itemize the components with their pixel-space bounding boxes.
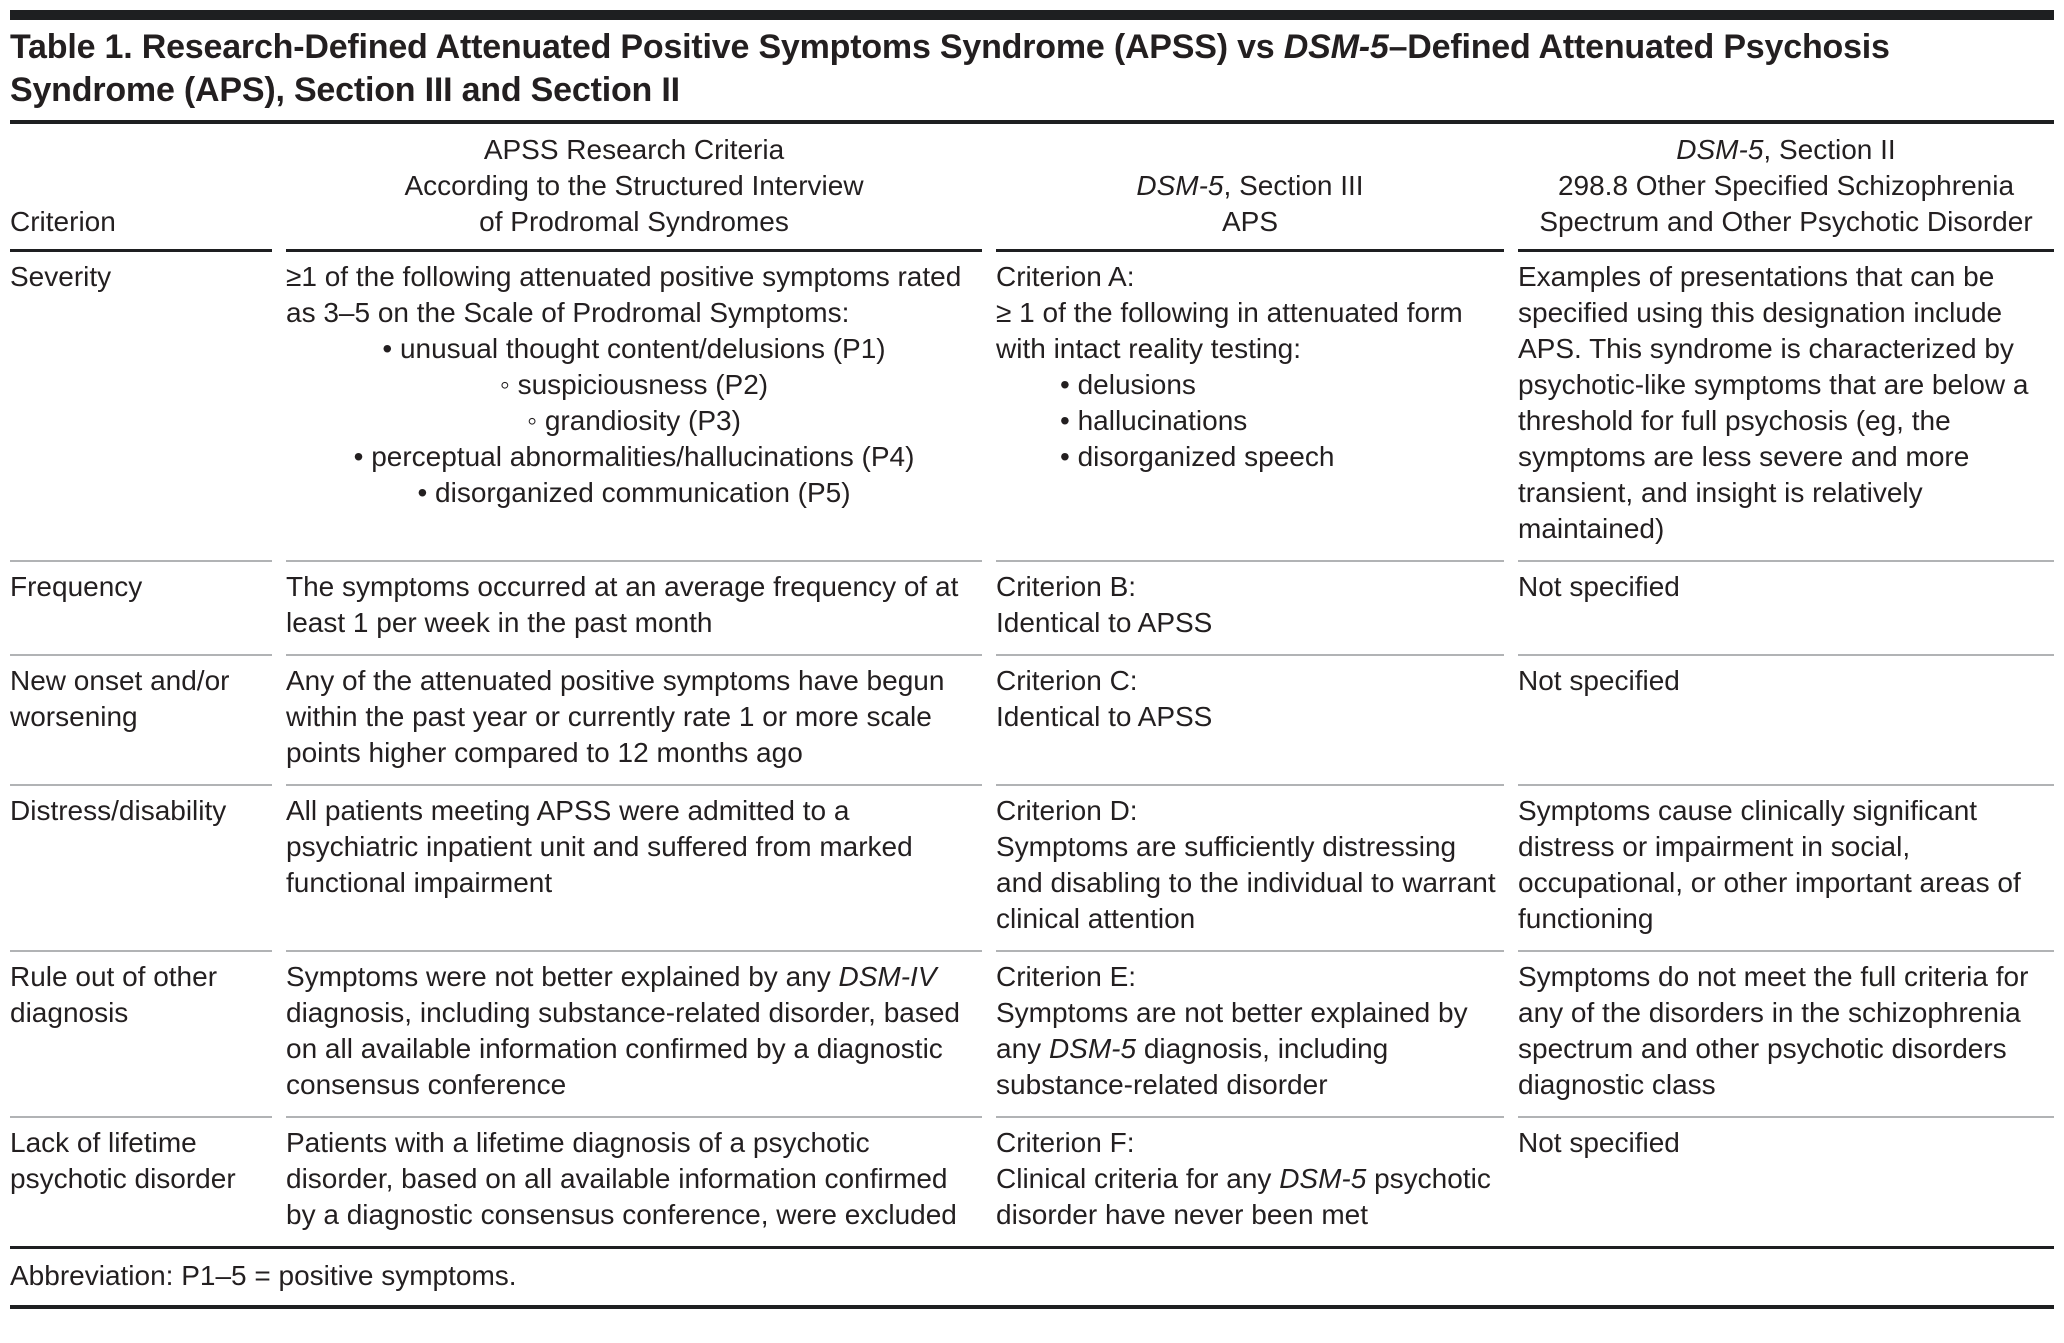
text-block: Identical to APSS — [996, 607, 1213, 638]
cell-distress-apss: All patients meeting APSS were admitted … — [286, 784, 982, 950]
text-block: Not specified — [1518, 1127, 1680, 1158]
cell-distress-dsm5-ii: Symptoms cause clinically significant di… — [1518, 784, 2054, 950]
circle-bullet-icon: ◦ — [499, 369, 518, 400]
cell-frequency-dsm5-ii: Not specified — [1518, 560, 2054, 654]
text-line: According to the Structured Interview — [404, 170, 864, 201]
bullet-item: • disorganized communication (P5) — [417, 477, 851, 508]
cell-rule-out-dsm5-iii: Criterion E: Symptoms are not better expl… — [996, 950, 1504, 1116]
column-header-dsm5-section-ii: DSM-5, Section II 298.8 Other Specified S… — [1518, 124, 2054, 252]
cell-lifetime-dsm5-iii: Criterion F: Clinical criteria for any DS… — [996, 1116, 1504, 1246]
row-criterion-frequency: Frequency — [10, 560, 272, 654]
dot-bullet-icon: • — [1060, 405, 1078, 436]
table-bottom-rule — [10, 1246, 2054, 1249]
circle-bullet-icon: ◦ — [527, 405, 545, 436]
text-block: Symptoms are sufficiently distressing an… — [996, 831, 1496, 934]
bullet-item: • delusions — [1060, 369, 1196, 400]
cell-distress-dsm5-iii: Criterion D: Symptoms are sufficiently di… — [996, 784, 1504, 950]
cell-new-onset-apss: Any of the attenuated positive symptoms … — [286, 654, 982, 784]
cell-frequency-dsm5-iii: Criterion B: Identical to APSS — [996, 560, 1504, 654]
dot-bullet-icon: • — [1060, 441, 1078, 472]
cell-lifetime-dsm5-ii: Not specified — [1518, 1116, 2054, 1246]
cell-new-onset-dsm5-ii: Not specified — [1518, 654, 2054, 784]
text-block: Criterion D: — [996, 795, 1138, 826]
row-criterion-rule-out: Rule out of other diagnosis — [10, 950, 272, 1116]
text-block: Patients with a lifetime diagnosis of a … — [286, 1127, 957, 1230]
text-block: Symptoms are not better explained by any… — [996, 997, 1468, 1100]
bullet-item: ◦ grandiosity (P3) — [527, 405, 741, 436]
cell-rule-out-dsm5-ii: Symptoms do not meet the full criteria f… — [1518, 950, 2054, 1116]
text-block: Criterion B: — [996, 571, 1137, 602]
dot-bullet-icon: • — [1060, 369, 1078, 400]
text-block: All patients meeting APSS were admitted … — [286, 795, 913, 898]
cell-severity-apss: ≥1 of the following attenuated positive … — [286, 252, 982, 560]
table-top-rule — [10, 10, 2054, 20]
text-block: Symptoms were not better explained by an… — [286, 961, 960, 1100]
text-line: APS — [1221, 206, 1279, 237]
table-title: Table 1. Research-Defined Attenuated Pos… — [10, 20, 2054, 120]
text-block: Criterion A: — [996, 261, 1135, 292]
title-divider-rule — [10, 120, 2054, 124]
cell-lifetime-apss: Patients with a lifetime diagnosis of a … — [286, 1116, 982, 1246]
text-block: The symptoms occurred at an average freq… — [286, 571, 959, 638]
text-block: Criterion E: — [996, 961, 1137, 992]
text-block: Examples of presentations that can be sp… — [1518, 261, 2029, 544]
text-block: ≥ 1 of the following in attenuated form … — [996, 297, 1463, 364]
text-block: ≥1 of the following attenuated positive … — [286, 261, 962, 328]
row-criterion-severity: Severity — [10, 261, 112, 292]
cell-severity-dsm5-ii: Examples of presentations that can be sp… — [1518, 252, 2054, 560]
text-line: DSM-5, Section II — [1676, 134, 1896, 165]
text-line: Syndrome (APS), Section III and Section … — [10, 71, 680, 109]
paper-table-page: Table 1. Research-Defined Attenuated Pos… — [10, 10, 2054, 1309]
text-line: of Prodromal Syndromes — [479, 206, 789, 237]
text-block: Any of the attenuated positive symptoms … — [286, 665, 945, 768]
row-criterion-new-onset: New onset and/or worsening — [10, 654, 272, 784]
abbreviation-note: Abbreviation: P1–5 = positive symptoms. — [10, 1260, 517, 1291]
column-header-dsm5-section-iii: DSM-5, Section III APS — [996, 124, 1504, 252]
cell-rule-out-apss: Symptoms were not better explained by an… — [286, 950, 982, 1116]
bullet-item: • hallucinations — [1060, 405, 1248, 436]
text-block: Identical to APSS — [996, 701, 1213, 732]
text-line: APSS Research Criteria — [483, 134, 785, 165]
bullet-item: • unusual thought content/delusions (P1) — [382, 333, 886, 364]
text-line: Table 1. Research-Defined Attenuated Pos… — [10, 28, 1890, 66]
text-block: Criterion F: — [996, 1127, 1135, 1158]
cell-frequency-apss: The symptoms occurred at an average freq… — [286, 560, 982, 654]
text-line: DSM-5, Section III — [1136, 170, 1364, 201]
dot-bullet-icon: • — [417, 477, 436, 508]
dot-bullet-icon: • — [382, 333, 400, 364]
dot-bullet-icon: • — [353, 441, 372, 472]
row-criterion-lifetime: Lack of lifetime psychotic disorder — [10, 1116, 272, 1246]
bullet-item: ◦ suspiciousness (P2) — [499, 369, 769, 400]
text-block: Not specified — [1518, 665, 1680, 696]
page-bottom-rule — [10, 1305, 2054, 1309]
row-criterion-distress: Distress/disability — [10, 784, 272, 950]
column-header-criterion: Criterion — [10, 124, 272, 252]
text-block: Symptoms cause clinically significant di… — [1518, 795, 2021, 934]
text-block: Symptoms do not meet the full criteria f… — [1518, 961, 2029, 1100]
cell-severity-dsm5-iii: Criterion A: ≥ 1 of the following in atte… — [996, 252, 1504, 560]
bullet-item: • perceptual abnormalities/hallucination… — [353, 441, 915, 472]
text-block: Not specified — [1518, 571, 1680, 602]
text-line: 298.8 Other Specified Schizophrenia — [1557, 170, 2015, 201]
text-line: Spectrum and Other Psychotic Disorder — [1539, 206, 2033, 237]
cell-new-onset-dsm5-iii: Criterion C: Identical to APSS — [996, 654, 1504, 784]
bullet-item: • disorganized speech — [1060, 441, 1335, 472]
text-block: Clinical criteria for any DSM-5 psychoti… — [996, 1163, 1491, 1230]
text-block: Criterion C: — [996, 665, 1138, 696]
